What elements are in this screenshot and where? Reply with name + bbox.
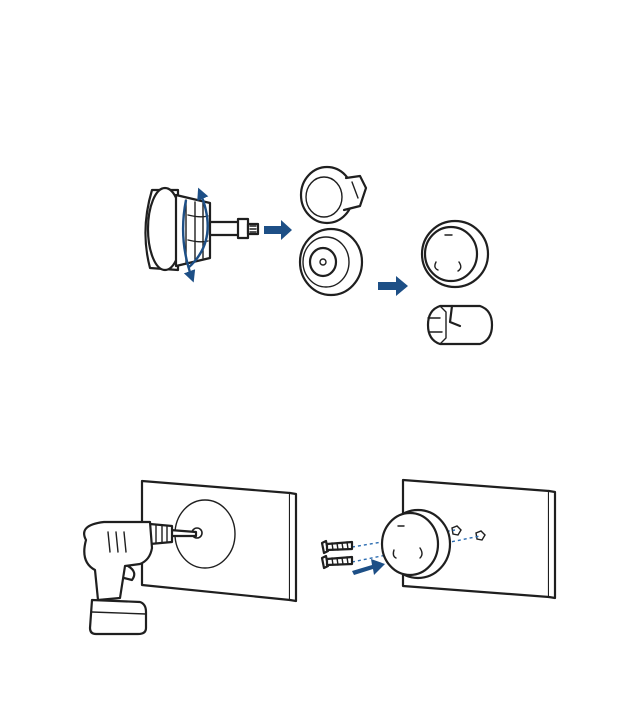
push-arrow-icon	[352, 559, 385, 575]
right-arrow-icon	[378, 276, 408, 296]
right-arrow-icon	[264, 220, 292, 240]
screws	[322, 541, 352, 568]
wall-plate-mounted	[382, 510, 450, 578]
mount-base-part	[300, 229, 362, 295]
mount-cup-part	[301, 167, 366, 223]
camera-with-mount	[145, 188, 258, 270]
wall-plate-part	[422, 221, 488, 287]
mount-clip-part	[428, 306, 492, 344]
